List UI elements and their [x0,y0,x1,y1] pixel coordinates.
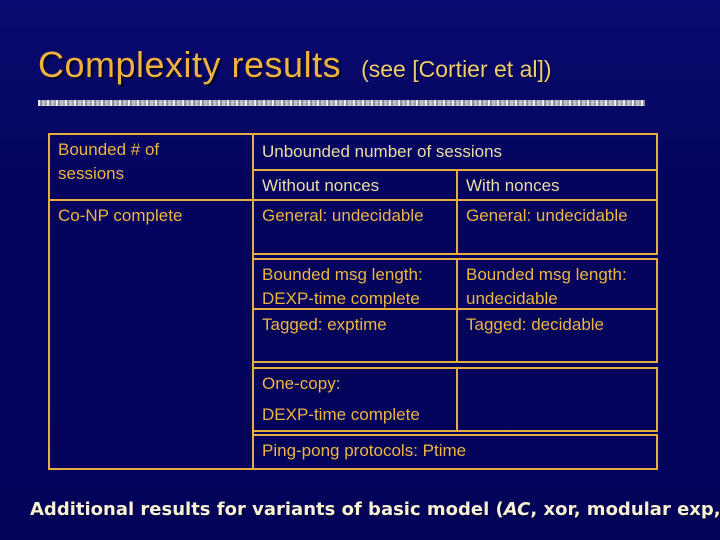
cell-text: undecidable [466,289,558,308]
cell-text: General: undecidable [262,206,424,225]
cell-text: With nonces [466,176,560,195]
cell-text: Unbounded number of sessions [262,142,503,161]
cell-text: Bounded # of [58,140,160,159]
cell-one-copy-with-nonces-empty [456,367,658,432]
cell-text: Bounded msg length: [262,265,423,284]
title-row: Complexity results (see [Cortier et al]) [38,44,552,86]
footer-note: Additional results for variants of basic… [30,497,720,523]
cell-text: Without nonces [262,176,380,195]
cell-bounded-sessions-header: Bounded # of sessions [48,133,254,201]
cell-text: sessions [58,164,125,183]
cell-text: Tagged: exptime [262,315,387,334]
cell-text: Bounded msg length: [466,265,627,284]
complexity-results-table: Bounded # of sessions Co-NP complete Unb… [48,133,658,470]
cell-tagged-without-nonces: Tagged: exptime [252,308,458,363]
cell-text: Tagged: decidable [466,315,605,334]
cell-text: Ping-pong protocols: Ptime [262,441,467,460]
footer-text-prefix: Additional results for variants of basic… [30,499,504,520]
footer-text-suffix: , xor, modular exp, [530,499,720,520]
cell-bounded-msg-without-nonces: Bounded msg length: DEXP-time complete [252,258,458,310]
cell-general-with-nonces: General: undecidable [456,199,658,255]
cell-unbounded-sessions-header: Unbounded number of sessions [252,133,658,171]
cell-ping-pong-protocols: Ping-pong protocols: Ptime [252,434,658,470]
cell-text: One-copy: [262,374,341,393]
page-title: Complexity results [38,44,342,85]
cell-with-nonces-header: With nonces [456,169,658,201]
cell-text: Co-NP complete [58,206,183,225]
cell-one-copy-without-nonces: One-copy: DEXP-time complete [252,367,458,432]
cell-tagged-with-nonces: Tagged: decidable [456,308,658,363]
cell-without-nonces-header: Without nonces [252,169,458,201]
cell-text: General: undecidable [466,206,628,225]
cell-text: DEXP-time complete [262,289,420,308]
cell-general-without-nonces: General: undecidable [252,199,458,255]
title-divider [38,100,645,106]
cell-co-np-complete: Co-NP complete [48,199,254,470]
footer-text-italic: AC [503,499,531,520]
cell-bounded-msg-with-nonces: Bounded msg length: undecidable [456,258,658,310]
page-subtitle: (see [Cortier et al]) [361,56,552,82]
cell-text: DEXP-time complete [262,405,420,424]
